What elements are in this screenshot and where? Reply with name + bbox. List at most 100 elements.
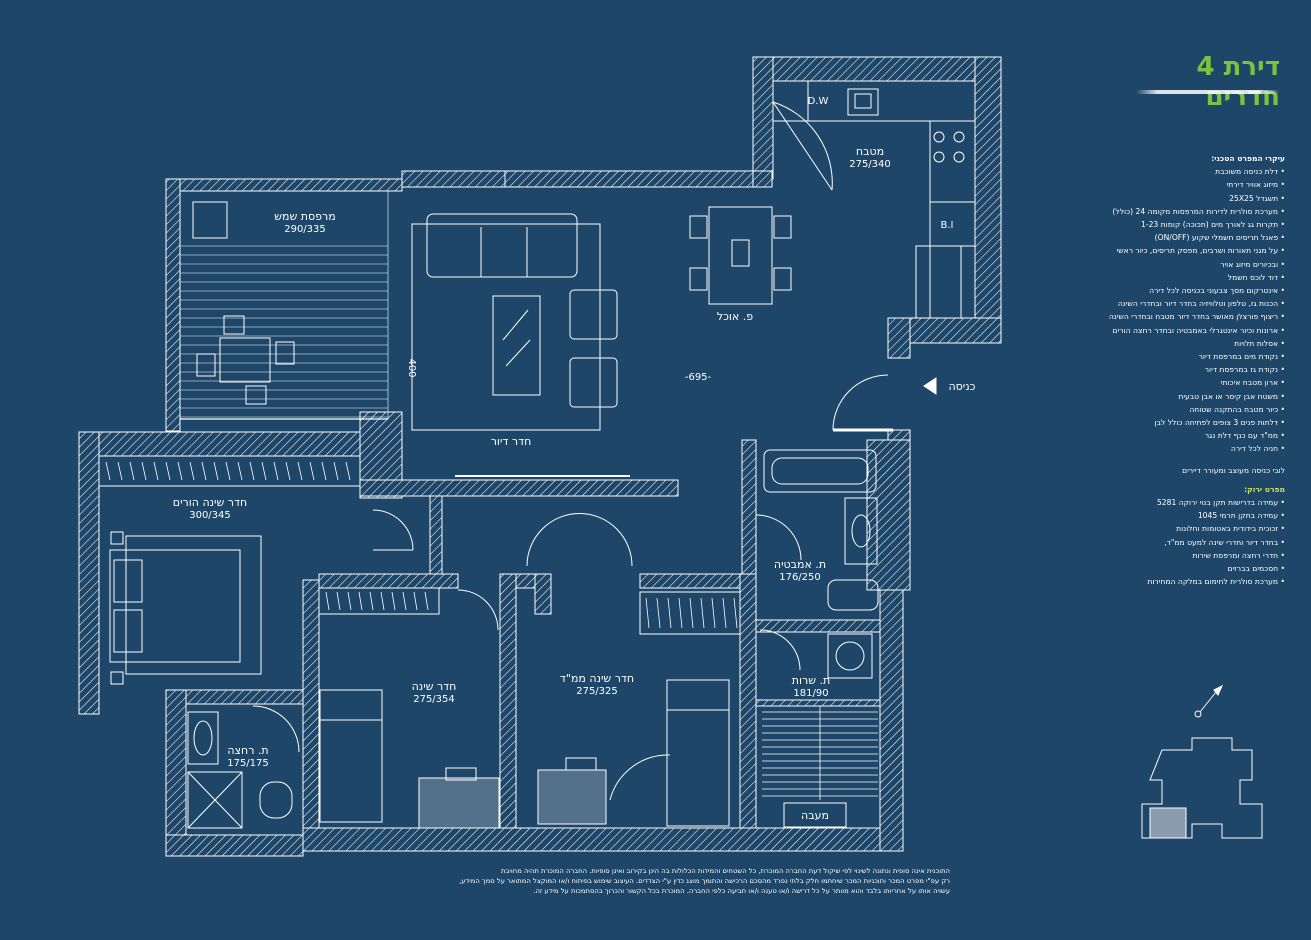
hanger-line [165, 461, 171, 481]
bathroom-name: ת. אמבטיה [774, 558, 826, 571]
hanger-line [722, 597, 727, 629]
entrance-label: כניסה [948, 380, 975, 393]
mamad-furniture [526, 513, 741, 827]
feature-item: כיור מטבח בהתקנה שטוחה [1125, 403, 1285, 416]
key-plan [1141, 684, 1263, 839]
feature-item: ובכיורים מיזוג אויר [1125, 258, 1285, 271]
dw-label: D.W [808, 96, 829, 107]
feature-item: דוד לוכס חשמל [1125, 271, 1285, 284]
kitchen-dims: 275/340 [849, 159, 891, 170]
master-bedroom-furniture [98, 455, 414, 685]
feature-item: הכנות גז, טלפון וטלוויזיה בחדר דיור ובחד… [1118, 297, 1285, 310]
feature-item: תקרות גג לאורך מים (תכוכה) קומות 1-23 [1125, 218, 1285, 231]
feature-item: חדרי רחצה ומרפסת שירות [1125, 549, 1285, 562]
feature-item: נקודת מים במרפסת דיור [1125, 350, 1285, 363]
shower-name: ת. רחצה [227, 744, 268, 757]
hanger-line [369, 591, 374, 611]
stairs [762, 706, 878, 800]
room-labels: מרפסת שמש 290/335 מטבח 275/340 פ. אוכל ח… [173, 145, 976, 822]
hanger-line [667, 597, 672, 629]
feature-item: ריצוף פורצלן מאושר בחדר דיור מטבח ובחדרי… [1109, 310, 1285, 323]
dining-table [689, 206, 792, 305]
hanger-line [141, 461, 147, 481]
hanger-line [689, 597, 694, 629]
hanger-line [201, 461, 207, 481]
hanger-line [237, 461, 243, 481]
hanger-line [336, 591, 341, 611]
feature-item: משטח אבן קיסר או אבן טבעית [1125, 390, 1285, 403]
bedroom-name: חדר שינה [412, 680, 457, 693]
wc-dims: 181/90 [793, 688, 828, 699]
feature-item: דלתות פנים 3 צופים לפתיחה כולל לבן [1125, 416, 1285, 429]
feature-item: חסכמים בברזים [1125, 562, 1285, 575]
hanger-line [402, 591, 407, 611]
features-list: דלת כניסה משוכבתמיזוג אוויר דירתיתשגדל 2… [1109, 165, 1285, 455]
bedroom-closet [325, 591, 429, 611]
hanger-line [656, 597, 661, 629]
stair-label-box [783, 802, 847, 828]
feature-item: זכוכית בידודית באטומות וחלונות [1125, 522, 1285, 535]
green-spec-heading: מפרט ירוק: [1244, 484, 1285, 494]
features-panel: עיקרי המפרט הטכני: דלת כניסה משוכבתמיזוג… [1109, 152, 1285, 589]
hanger-line [733, 597, 738, 629]
stairs-label: מעבה [801, 809, 829, 822]
hanger-line [358, 591, 363, 611]
hanger-line [345, 461, 351, 481]
shower-fixtures [187, 705, 300, 829]
feature-item: נקודת גז במרפסת דיור [1125, 363, 1285, 376]
master-name: חדר שינה הורים [173, 496, 247, 509]
master-dims: 300/345 [189, 510, 231, 521]
feature-item: חניה לכל דירה [1125, 442, 1285, 455]
sun-balcony-deck [179, 190, 389, 420]
hanger-line [177, 461, 183, 481]
wc-name: ת. שרות [792, 674, 830, 687]
feature-item: ארון מטבח איכותי [1125, 376, 1285, 389]
living-depth: -400- [406, 355, 417, 382]
hanger-line [325, 591, 330, 611]
hanger-line [297, 461, 303, 481]
entrance-door [832, 374, 937, 432]
feature-item: עמידה בדרישות תקן בנוי ירוקה 5281 [1125, 496, 1285, 509]
kitchen-name: מטבח [856, 145, 884, 158]
feature-item: על מגני תאורות ושרבים, מפסק תריסים, כיור… [1117, 244, 1285, 257]
feature-item: מיזוג אוויר דירתי [1125, 178, 1285, 191]
bathroom-fixtures [755, 449, 879, 611]
bathroom-dims: 176/250 [779, 572, 821, 583]
hanger-line [189, 461, 195, 481]
feature-item: דלת כניסה משוכבת [1125, 165, 1285, 178]
hanger-line [225, 461, 231, 481]
feature-item: עמידה בתקן תרמי 1045 [1125, 509, 1285, 522]
living-furniture [411, 213, 630, 477]
hanger-line [678, 597, 683, 629]
mamad-dims: 275/325 [576, 686, 618, 697]
bi-label: B.I [941, 220, 954, 231]
balcony-table [192, 201, 295, 405]
mamad-closet [645, 597, 738, 629]
disclaimer-line: עשויה אותו על אחריותו בלבד והוא מוותר על… [533, 887, 950, 895]
deck-planks [180, 245, 388, 418]
hanger-line [391, 591, 396, 611]
master-closet [105, 461, 351, 481]
hanger-line [711, 597, 716, 629]
feature-item: ממ"ד עם כנף דלת נגר [1125, 429, 1285, 442]
disclaimer-line: התוכנית אינה סופית ונתונה לשינוי לפי שיק… [500, 867, 950, 875]
hanger-line [117, 461, 123, 481]
feature-item: פאנל תריסים חשמלי שקוע (ON/OFF) [1125, 231, 1285, 244]
hanger-line [413, 591, 418, 611]
living-width: -695- [685, 372, 712, 383]
bedroom-furniture [318, 587, 500, 829]
disclaimer: התוכנית אינה סופית ונתונה לשינוי לפי שיק… [420, 866, 950, 896]
title-underline [1136, 90, 1280, 94]
feature-item: בחדר דיור וחדרי שינה למעט ממ"ד, [1125, 536, 1285, 549]
hanger-line [129, 461, 135, 481]
green-spec-list: עמידה בדרישות תקן בנוי ירוקה 5281עמידה ב… [1125, 496, 1285, 588]
hanger-line [321, 461, 327, 481]
feature-item: מערכת סולרית לדירות המרפסות מקומה 24 (כו… [1112, 205, 1285, 218]
shower-dims: 175/175 [227, 758, 269, 769]
hanger-line [347, 591, 352, 611]
kitchen-fixtures [772, 80, 976, 319]
disclaimer-line: רק עפ"י מפרט המכר ותוכניות המכר שיחתמו ח… [459, 877, 950, 885]
hanger-line [105, 461, 111, 481]
hanger-line [333, 461, 339, 481]
